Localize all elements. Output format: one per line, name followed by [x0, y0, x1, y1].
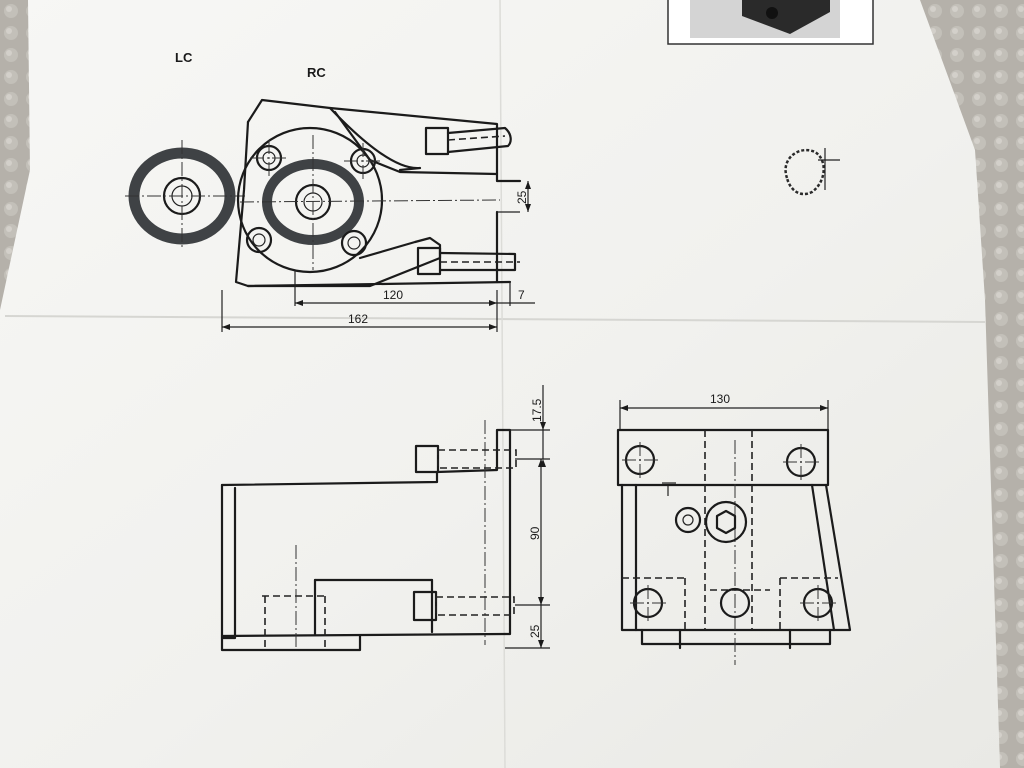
lc-bore-ring [125, 140, 245, 250]
svg-text:25: 25 [515, 190, 529, 204]
front-view: 130 [616, 392, 852, 665]
dimension-17-5: 17.5 [505, 385, 550, 467]
pen-scribble [784, 148, 840, 196]
dimension-90: 90 [515, 459, 550, 606]
cap-screw-lower [416, 246, 520, 276]
svg-text:162: 162 [348, 312, 368, 326]
rc-bore-ring [239, 135, 501, 270]
svg-text:120: 120 [383, 288, 403, 302]
svg-text:25: 25 [528, 624, 542, 638]
cap-screw-upper [424, 126, 512, 156]
side-cap-screw-lower [412, 590, 515, 622]
dimension-120: 120 [294, 270, 497, 306]
label-lc: LC [175, 50, 193, 65]
flange-bolt-holes [245, 140, 382, 257]
label-rc: RC [307, 65, 326, 80]
side-view: 17.5 90 25 [220, 385, 550, 652]
svg-text:130: 130 [710, 392, 730, 406]
dimension-130: 130 [619, 392, 829, 430]
dimension-7: 7 [497, 282, 535, 306]
front-set-screws [662, 482, 748, 544]
side-cap-screw-upper [414, 444, 517, 474]
top-view: LC RC [125, 50, 535, 332]
fold-crease-horizontal [4, 315, 986, 323]
dimension-25-top: 25 [515, 181, 531, 212]
dimension-162: 162 [221, 290, 498, 332]
paper-sheet [0, 0, 1000, 768]
dimension-25-side: 25 [505, 605, 550, 649]
svg-text:7: 7 [518, 288, 525, 302]
front-bolt-holes [622, 442, 836, 621]
svg-text:17.5: 17.5 [530, 398, 544, 422]
thumbnail-image [667, 0, 874, 45]
svg-text:90: 90 [528, 526, 542, 540]
